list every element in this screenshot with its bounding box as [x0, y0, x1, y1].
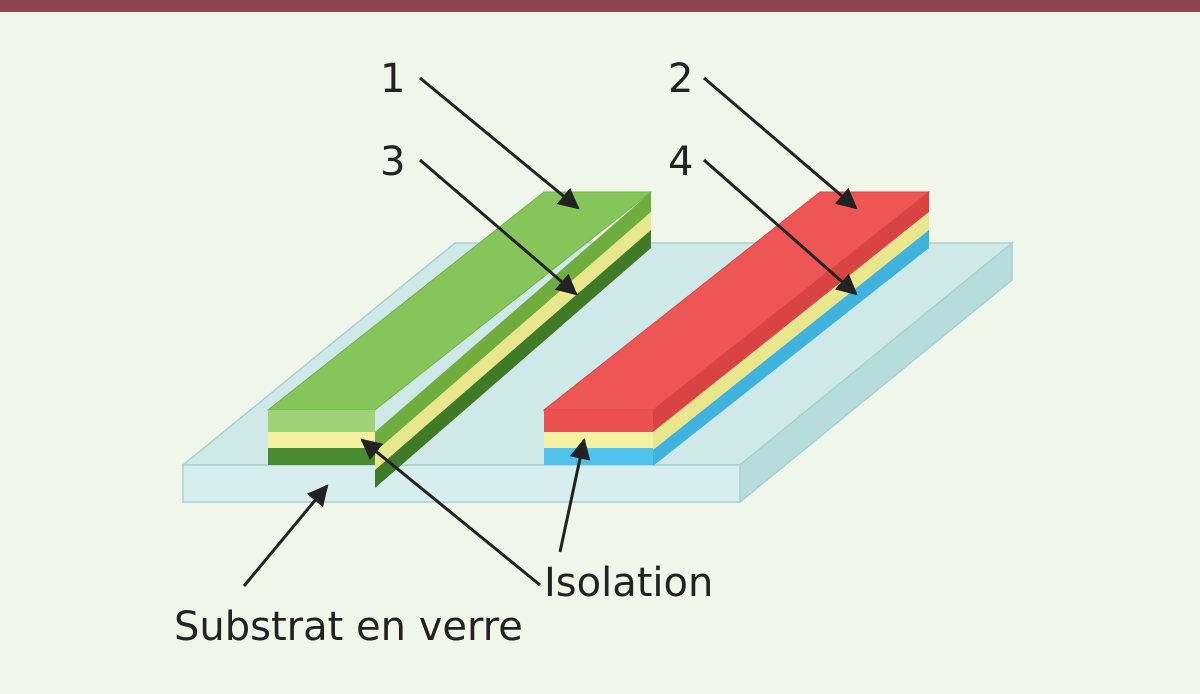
red-front-yellow-layer — [544, 432, 653, 448]
substrate-side-face — [739, 241, 1013, 504]
label-4: 4 — [668, 139, 693, 185]
arrow-3 — [419, 158, 578, 296]
green-front-top-layer — [268, 410, 375, 432]
red-front-top-layer — [544, 410, 653, 432]
green-front-dark-layer — [268, 448, 375, 465]
arrow-substrate — [242, 484, 329, 587]
arrow-1 — [419, 76, 580, 210]
label-2: 2 — [668, 56, 693, 102]
top-bar — [0, 0, 1200, 12]
label-3: 3 — [380, 139, 405, 185]
red-side-blue-layer — [653, 230, 929, 466]
green-side-dark-layer — [375, 230, 651, 488]
leader-arrows — [242, 76, 858, 587]
red-side-top-layer — [653, 192, 929, 432]
arrow-isolation-green — [360, 438, 541, 587]
label-substrate: Substrat en verre — [174, 604, 523, 650]
arrow-4 — [703, 158, 858, 296]
red-strip — [542, 191, 931, 466]
green-side-yellow-layer — [375, 212, 651, 470]
red-side-yellow-layer — [653, 212, 929, 450]
arrow-isolation-red — [558, 437, 591, 553]
arrow-2 — [703, 76, 858, 210]
substrate-front-face — [182, 464, 741, 503]
label-isolation: Isolation — [544, 560, 713, 606]
green-side-top-layer — [375, 192, 651, 452]
label-1: 1 — [380, 56, 405, 102]
green-front-yellow-layer — [268, 432, 375, 448]
green-strip — [266, 191, 653, 488]
red-front-blue-layer — [544, 448, 653, 465]
